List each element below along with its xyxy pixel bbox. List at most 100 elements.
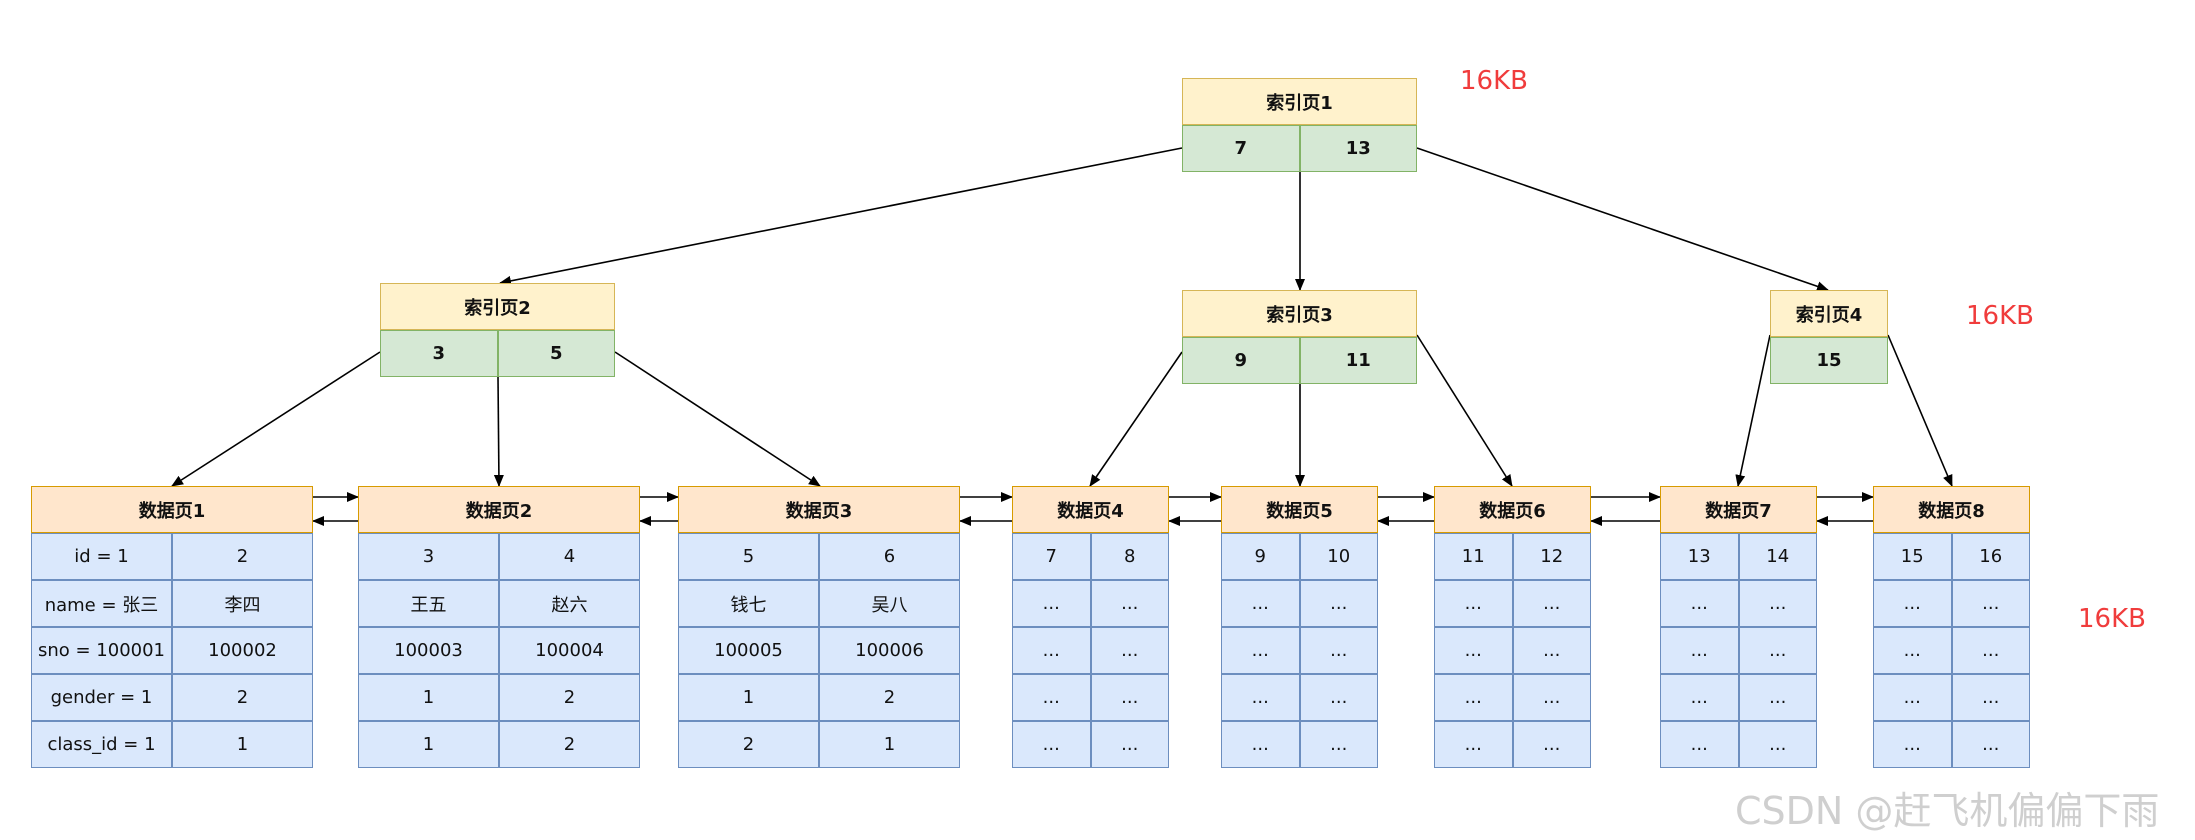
size-label: 16KB xyxy=(1460,66,1528,96)
data-cell: 赵六 xyxy=(499,580,640,627)
data-cell: 1 xyxy=(358,674,499,721)
index-page-3: 索引页3 9 11 xyxy=(1182,290,1417,384)
data-cell: ... xyxy=(1738,721,1817,768)
data-cell: ... xyxy=(1660,627,1739,674)
data-cell: 12 xyxy=(1512,533,1591,580)
tree-edge xyxy=(614,351,821,487)
data-cell: ... xyxy=(1512,627,1591,674)
data-cell: 李四 xyxy=(172,580,313,627)
data-cell: 100006 xyxy=(819,627,960,674)
data-cell: ... xyxy=(1873,721,1952,768)
data-cell: ... xyxy=(1738,627,1817,674)
data-cell: name = 张三 xyxy=(31,580,172,627)
data-cell: gender = 1 xyxy=(31,674,172,721)
data-cell: 2 xyxy=(499,721,640,768)
data-cell: 7 xyxy=(1012,533,1091,580)
index-key: 15 xyxy=(1770,337,1888,384)
data-cell: 王五 xyxy=(358,580,499,627)
data-cell: 钱七 xyxy=(678,580,819,627)
tree-edge xyxy=(493,376,504,487)
data-cell: ... xyxy=(1738,580,1817,627)
data-cell: 100004 xyxy=(499,627,640,674)
data-cell: 1 xyxy=(819,721,960,768)
index-page-1: 索引页1 7 13 xyxy=(1182,78,1417,172)
tree-edge xyxy=(171,351,381,487)
data-cell: 100002 xyxy=(172,627,313,674)
data-cell: 14 xyxy=(1738,533,1817,580)
data-cell: 4 xyxy=(499,533,640,580)
watermark: CSDN @赶飞机偏偏下雨 xyxy=(1735,789,2160,833)
data-cell: ... xyxy=(1512,580,1591,627)
tree-edge xyxy=(1089,351,1183,487)
data-cell: ... xyxy=(1873,627,1952,674)
data-cell: ... xyxy=(1512,721,1591,768)
data-cell: ... xyxy=(1951,674,2030,721)
index-page-title: 索引页4 xyxy=(1770,290,1888,337)
index-key: 13 xyxy=(1299,125,1417,172)
index-key: 5 xyxy=(497,330,615,377)
data-cell: ... xyxy=(1434,674,1513,721)
data-cell: 9 xyxy=(1221,533,1300,580)
tree-edge xyxy=(1416,147,1829,292)
data-page-title: 数据页3 xyxy=(678,486,960,533)
data-page-title: 数据页1 xyxy=(31,486,313,533)
data-cell: 11 xyxy=(1434,533,1513,580)
index-key: 9 xyxy=(1182,337,1300,384)
data-cell: ... xyxy=(1873,580,1952,627)
data-cell: ... xyxy=(1012,721,1091,768)
data-cell: ... xyxy=(1738,674,1817,721)
data-cell: 100003 xyxy=(358,627,499,674)
tree-edge xyxy=(1416,334,1513,487)
data-cell: ... xyxy=(1434,627,1513,674)
index-page-4: 索引页4 15 xyxy=(1770,290,1888,384)
data-cell: ... xyxy=(1660,721,1739,768)
index-page-title: 索引页3 xyxy=(1182,290,1417,337)
data-page-title: 数据页4 xyxy=(1012,486,1169,533)
data-cell: 2 xyxy=(499,674,640,721)
data-cell: 16 xyxy=(1951,533,2030,580)
data-cell: ... xyxy=(1660,580,1739,627)
data-cell: ... xyxy=(1221,721,1300,768)
size-label: 16KB xyxy=(1966,301,2034,331)
index-key: 3 xyxy=(380,330,498,377)
data-cell: 100005 xyxy=(678,627,819,674)
index-key: 7 xyxy=(1182,125,1300,172)
data-cell: 2 xyxy=(172,674,313,721)
data-page-title: 数据页7 xyxy=(1660,486,1817,533)
data-cell: ... xyxy=(1434,580,1513,627)
index-key: 11 xyxy=(1299,337,1417,384)
data-cell: 1 xyxy=(358,721,499,768)
data-page-title: 数据页6 xyxy=(1434,486,1591,533)
data-cell: ... xyxy=(1512,674,1591,721)
data-cell: ... xyxy=(1090,580,1169,627)
data-cell: 6 xyxy=(819,533,960,580)
data-cell: ... xyxy=(1090,721,1169,768)
data-cell: 15 xyxy=(1873,533,1952,580)
data-cell: ... xyxy=(1299,580,1378,627)
data-cell: ... xyxy=(1299,721,1378,768)
tree-edge xyxy=(499,147,1183,286)
data-cell: 吴八 xyxy=(819,580,960,627)
data-cell: ... xyxy=(1090,627,1169,674)
data-cell: ... xyxy=(1090,674,1169,721)
data-cell: 10 xyxy=(1299,533,1378,580)
data-cell: ... xyxy=(1660,674,1739,721)
data-cell: ... xyxy=(1012,627,1091,674)
data-cell: 1 xyxy=(172,721,313,768)
data-cell: 5 xyxy=(678,533,819,580)
data-cell: 13 xyxy=(1660,533,1739,580)
data-cell: ... xyxy=(1221,674,1300,721)
index-page-title: 索引页2 xyxy=(380,283,615,330)
data-page-title: 数据页2 xyxy=(358,486,640,533)
data-cell: ... xyxy=(1221,580,1300,627)
data-cell: 2 xyxy=(172,533,313,580)
